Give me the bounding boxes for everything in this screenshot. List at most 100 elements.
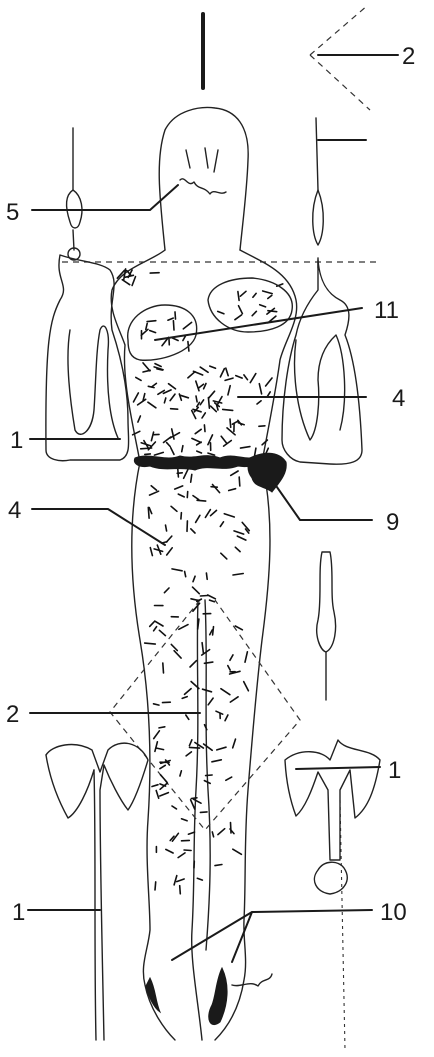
wound-mark bbox=[171, 506, 177, 511]
wound-mark bbox=[202, 413, 205, 418]
wound-mark bbox=[166, 525, 167, 531]
wound-mark bbox=[217, 747, 226, 750]
wound-mark bbox=[195, 429, 201, 433]
wound-mark bbox=[188, 832, 194, 834]
wound-mark bbox=[189, 740, 192, 746]
wound-mark bbox=[213, 627, 214, 635]
wound-mark bbox=[151, 432, 153, 441]
wound-mark bbox=[134, 393, 139, 402]
wound-mark bbox=[169, 384, 176, 389]
wound-mark bbox=[193, 496, 199, 500]
label-5: 5 bbox=[6, 199, 19, 226]
wound-mark bbox=[160, 765, 165, 768]
wound-mark bbox=[197, 878, 202, 880]
wound-mark bbox=[163, 663, 164, 673]
waist-stain-band bbox=[134, 456, 258, 470]
wound-mark bbox=[154, 731, 160, 739]
wound-mark bbox=[221, 689, 230, 695]
wound-mark bbox=[228, 666, 230, 671]
wound-mark bbox=[268, 295, 272, 298]
wound-mark bbox=[220, 369, 224, 377]
label-1-left: 1 bbox=[10, 427, 23, 454]
neck-marks bbox=[180, 148, 226, 194]
wound-mark bbox=[252, 311, 256, 315]
lower-left-garment-piece bbox=[46, 743, 148, 1040]
left-garment-piece bbox=[46, 248, 129, 461]
wound-mark bbox=[155, 364, 161, 367]
wound-mark bbox=[233, 574, 243, 576]
wound-mark bbox=[170, 394, 175, 401]
wound-mark bbox=[235, 315, 242, 320]
wound-mark bbox=[255, 448, 256, 456]
shoulder-regions bbox=[128, 278, 293, 360]
wound-mark bbox=[148, 507, 149, 518]
wound-mark bbox=[224, 514, 234, 517]
wound-mark bbox=[147, 321, 156, 322]
wound-mark bbox=[154, 704, 160, 705]
wound-mark bbox=[236, 376, 242, 379]
wound-mark bbox=[203, 689, 212, 692]
wound-mark bbox=[235, 547, 240, 551]
wound-mark bbox=[125, 275, 133, 277]
wound-mark bbox=[191, 529, 195, 533]
wound-mark bbox=[156, 791, 159, 799]
wound-mark bbox=[228, 386, 230, 395]
right-dotted-axis bbox=[340, 800, 345, 1050]
wound-mark bbox=[173, 321, 174, 330]
small-item-mid-right bbox=[317, 552, 336, 700]
wound-mark bbox=[231, 823, 232, 833]
wound-mark bbox=[210, 366, 216, 368]
flank-injury bbox=[248, 453, 286, 492]
wound-mark bbox=[197, 500, 206, 501]
label-2-mid: 2 bbox=[6, 701, 19, 728]
wound-mark bbox=[159, 630, 165, 635]
label-9: 9 bbox=[386, 509, 399, 536]
wound-mark bbox=[184, 469, 189, 479]
wound-mark bbox=[190, 747, 200, 748]
wound-mark bbox=[197, 599, 202, 601]
wound-mark bbox=[208, 453, 215, 455]
wound-mark bbox=[193, 799, 201, 803]
label-1-right: 1 bbox=[388, 757, 401, 784]
wound-mark bbox=[206, 573, 207, 579]
wound-mark bbox=[164, 437, 171, 443]
wound-mark bbox=[223, 409, 233, 410]
wound-mark bbox=[192, 438, 201, 442]
label-4-left: 4 bbox=[8, 497, 21, 524]
wound-mark bbox=[239, 306, 243, 314]
wound-mark bbox=[212, 760, 221, 762]
wound-mark bbox=[164, 588, 169, 593]
wound-mark bbox=[193, 587, 200, 594]
wound-mark bbox=[132, 277, 135, 286]
wound-mark bbox=[244, 682, 249, 691]
wound-mark bbox=[234, 531, 244, 534]
wound-mark bbox=[174, 876, 177, 885]
wound-mark bbox=[185, 689, 192, 695]
wound-mark bbox=[171, 644, 177, 650]
wound-mark bbox=[266, 378, 272, 386]
wound-mark bbox=[175, 486, 183, 489]
wound-mark bbox=[150, 622, 154, 627]
wound-mark bbox=[122, 280, 129, 285]
wound-mark bbox=[154, 452, 163, 455]
wound-mark bbox=[186, 715, 189, 719]
wound-mark bbox=[238, 292, 239, 301]
wound-mark bbox=[154, 627, 157, 631]
wound-mark bbox=[146, 323, 147, 329]
wound-mark bbox=[177, 473, 182, 474]
wound-mark bbox=[196, 515, 200, 522]
wound-mark bbox=[184, 850, 191, 851]
wound-mark bbox=[180, 771, 182, 776]
label-1-bottom: 1 bbox=[12, 899, 25, 926]
wound-mark bbox=[166, 849, 173, 853]
wound-mark bbox=[231, 471, 238, 475]
wound-mark bbox=[200, 400, 203, 405]
wound-mark bbox=[164, 398, 165, 403]
wound-mark bbox=[230, 697, 238, 702]
wound-mark bbox=[175, 312, 176, 319]
wound-mark bbox=[183, 336, 186, 340]
wound-mark bbox=[174, 651, 181, 658]
wound-mark bbox=[155, 742, 158, 752]
wound-mark bbox=[171, 409, 178, 410]
